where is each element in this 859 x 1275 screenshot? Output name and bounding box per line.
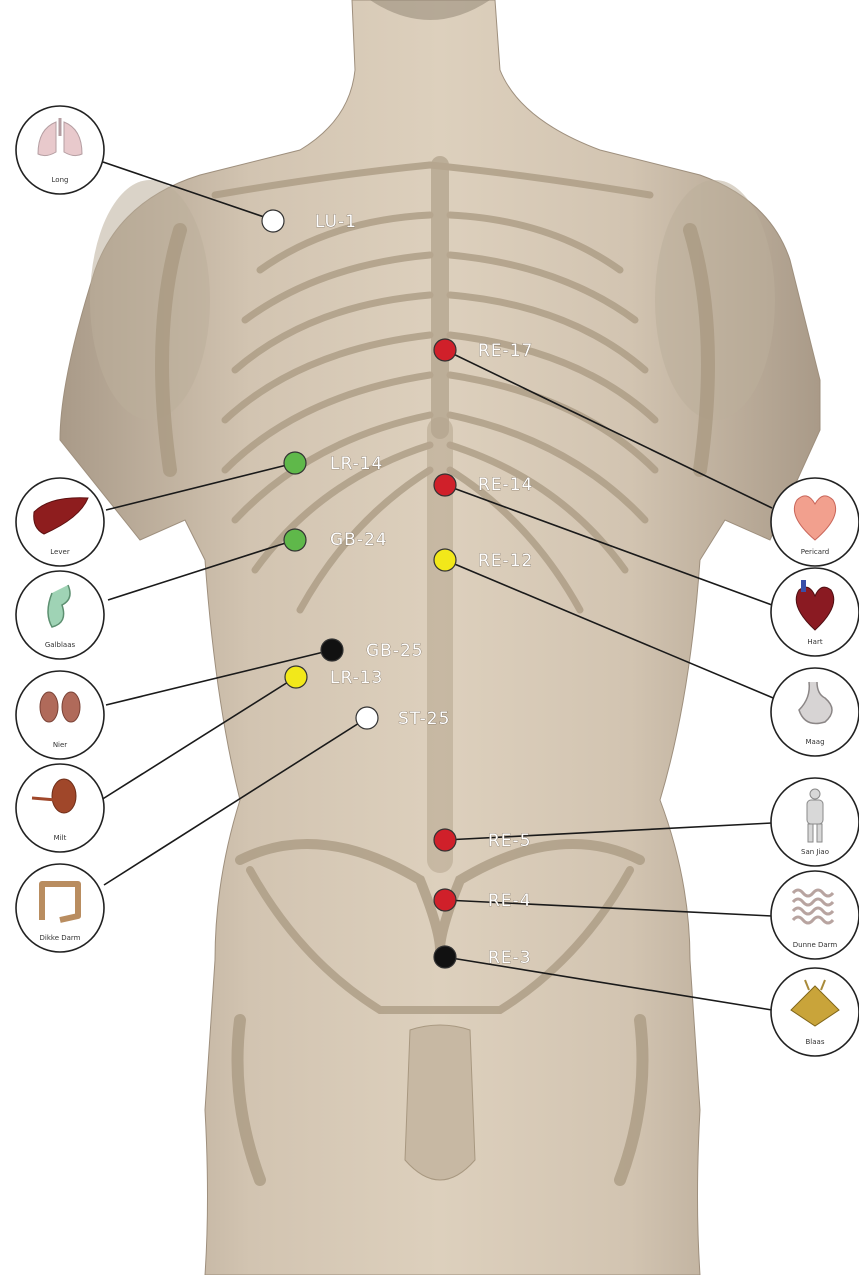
point-re12: RE-12 [434, 549, 533, 571]
point-label: RE-17 [478, 341, 533, 361]
point-marker [434, 474, 456, 496]
organ-label: Pericard [801, 548, 829, 556]
organ-label: Dunne Darm [793, 941, 838, 949]
point-label: RE-12 [478, 551, 533, 571]
point-marker [321, 639, 343, 661]
point-re17: RE-17 [434, 339, 533, 361]
organ-badge-galblaas: Galblaas [16, 571, 104, 659]
point-re14: RE-14 [434, 474, 533, 496]
organ-badge-lever: Lever [16, 478, 104, 566]
organ-badge-hart: Hart [771, 568, 859, 656]
organ-badge-long: Long [16, 106, 104, 194]
organ-label: Milt [54, 834, 67, 842]
point-marker [284, 452, 306, 474]
organ-badge-blaas: Blaas [771, 968, 859, 1056]
point-marker [285, 666, 307, 688]
point-label: GB-25 [366, 641, 424, 661]
point-gb25: GB-25 [321, 639, 424, 661]
point-lr14: LR-14 [284, 452, 383, 474]
organ-label: Lever [50, 548, 70, 556]
organ-label: San Jiao [801, 848, 829, 856]
organ-label: Hart [807, 638, 822, 646]
point-label: RE-3 [488, 948, 532, 968]
point-marker [262, 210, 284, 232]
point-label: LR-13 [330, 668, 383, 688]
point-label: LR-14 [330, 454, 383, 474]
groin-shape [405, 1025, 475, 1180]
organ-badge-maag: Maag [771, 668, 859, 756]
point-gb24: GB-24 [284, 529, 388, 551]
point-label: ST-25 [398, 709, 450, 729]
point-lr13: LR-13 [285, 666, 383, 688]
point-st25: ST-25 [356, 707, 450, 729]
organ-badge-san-jiao: San Jiao [771, 778, 859, 866]
point-marker [434, 339, 456, 361]
organ-label: Dikke Darm [40, 934, 81, 942]
point-label: RE-5 [488, 831, 532, 851]
point-marker [284, 529, 306, 551]
organ-label: Blaas [806, 1038, 825, 1046]
organ-badge-milt: Milt [16, 764, 104, 852]
point-label: RE-14 [478, 475, 533, 495]
organ-badge-pericard: Pericard [771, 478, 859, 566]
organ-badge-dunne-darm: Dunne Darm [771, 871, 859, 959]
organ-label: Galblaas [45, 641, 76, 649]
point-label: LU-1 [315, 212, 357, 232]
organ-badge-nier: Nier [16, 671, 104, 759]
point-marker [434, 829, 456, 851]
point-marker [434, 946, 456, 968]
point-label: RE-4 [488, 891, 532, 911]
point-marker [356, 707, 378, 729]
organ-badge-dikke-darm: Dikke Darm [16, 864, 104, 952]
organ-label: Long [52, 176, 69, 184]
point-marker [434, 889, 456, 911]
point-marker [434, 549, 456, 571]
organ-label: Nier [53, 741, 67, 749]
organ-label: Maag [805, 738, 824, 746]
point-label: GB-24 [330, 530, 388, 550]
